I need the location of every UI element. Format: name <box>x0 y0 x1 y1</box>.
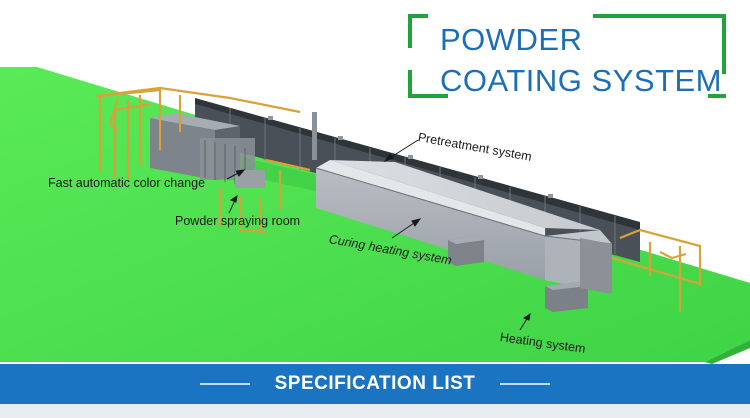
label-fast-color-change: Fast automatic color change <box>48 176 206 190</box>
frame-corner-br-h <box>708 94 726 98</box>
frame-corner-bl-h <box>408 94 448 98</box>
specification-banner: SPECIFICATION LIST <box>0 364 750 404</box>
title-line-1: POWDER <box>440 22 583 57</box>
callout-leaders <box>226 139 531 331</box>
frame-top-rule <box>593 14 726 18</box>
frame-corner-bl-v <box>408 70 412 98</box>
banner-rule-right <box>500 383 550 385</box>
frame-right-rule <box>722 14 726 74</box>
banner-rule-left <box>200 383 250 385</box>
label-powder-spraying-room: Powder spraying room <box>175 214 301 228</box>
title-line-2: COATING SYSTEM <box>440 63 723 98</box>
conveyor-frames <box>95 86 702 312</box>
banner-title: SPECIFICATION LIST <box>274 373 476 394</box>
frame-corner-tl-h <box>408 14 428 18</box>
banner-base-strip <box>0 404 750 418</box>
curing-oven <box>315 160 613 312</box>
frame-corner-tl-v <box>408 14 412 48</box>
title-frame <box>408 14 726 98</box>
spray-booth <box>150 113 265 188</box>
